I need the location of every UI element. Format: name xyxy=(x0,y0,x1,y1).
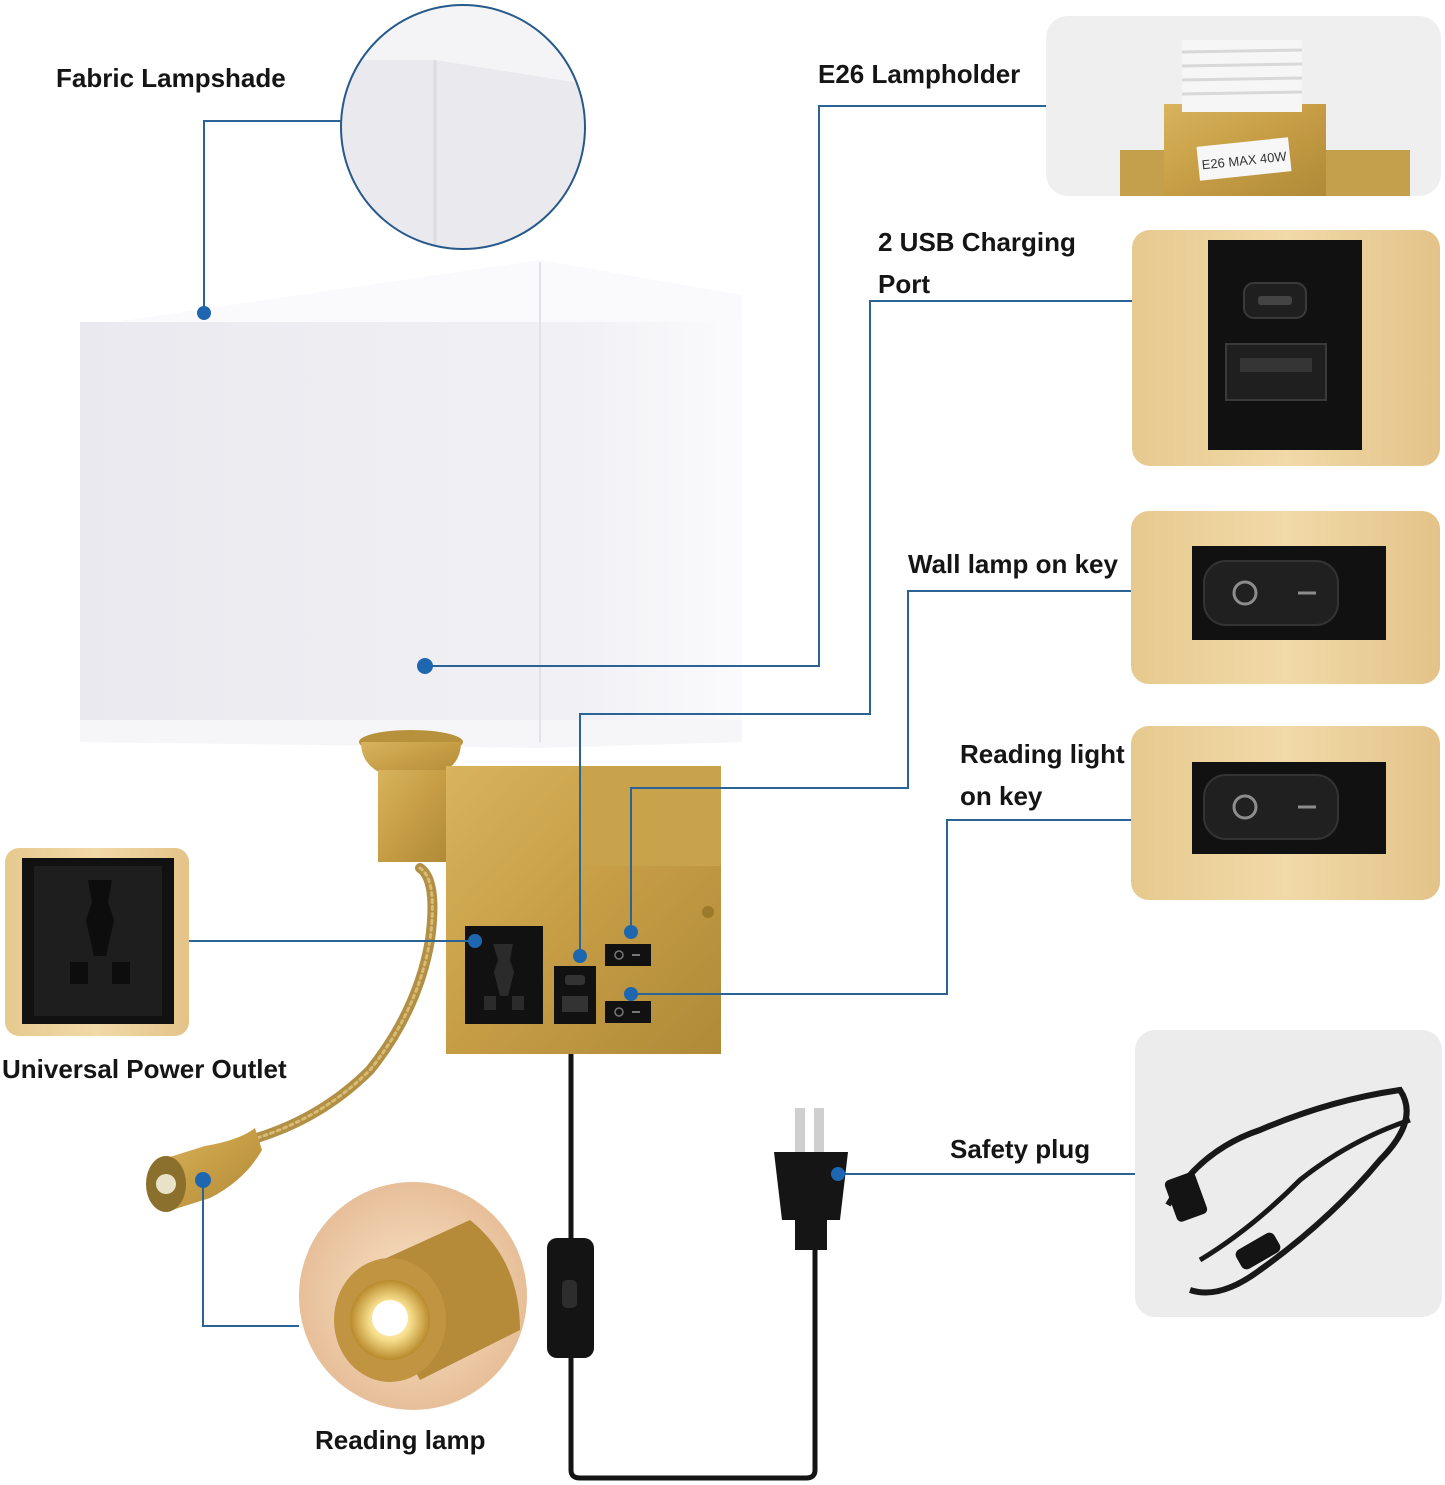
leader-dots xyxy=(195,306,845,1188)
label-safety-plug: Safety plug xyxy=(950,1134,1091,1164)
fabric-lampshade xyxy=(80,260,742,748)
reading-lamp-detail-inset xyxy=(299,1182,527,1410)
power-outlet-inset xyxy=(5,848,189,1036)
label-reading-lamp: Reading lamp xyxy=(315,1425,486,1455)
label-usb-charging-port: 2 USB Charging Port xyxy=(878,227,1076,299)
label-fabric-lampshade: Fabric Lampshade xyxy=(56,63,286,93)
power-cord xyxy=(547,1054,818,1481)
reading-light-switch-inset xyxy=(1131,726,1440,900)
lampshade-detail-inset xyxy=(340,4,586,250)
label-wall-lamp-key: Wall lamp on key xyxy=(908,549,1118,579)
label-universal-power-outlet: Universal Power Outlet xyxy=(2,1054,287,1084)
leader-lines xyxy=(189,105,1135,1327)
wall-lamp-switch-inset xyxy=(1131,511,1440,684)
safety-plug-inset xyxy=(1135,1030,1442,1317)
usb-port-inset xyxy=(1132,230,1440,466)
lampholder-inset: E26 MAX 40W xyxy=(1046,16,1441,196)
label-e26-lampholder: E26 Lampholder xyxy=(818,59,1021,89)
label-reading-light-key: Reading light on key xyxy=(960,739,1125,811)
lampholder-neck xyxy=(359,730,463,778)
wall-plate xyxy=(446,766,721,1054)
safety-plug xyxy=(774,1108,848,1250)
gooseneck-reading-lamp xyxy=(146,863,438,1212)
